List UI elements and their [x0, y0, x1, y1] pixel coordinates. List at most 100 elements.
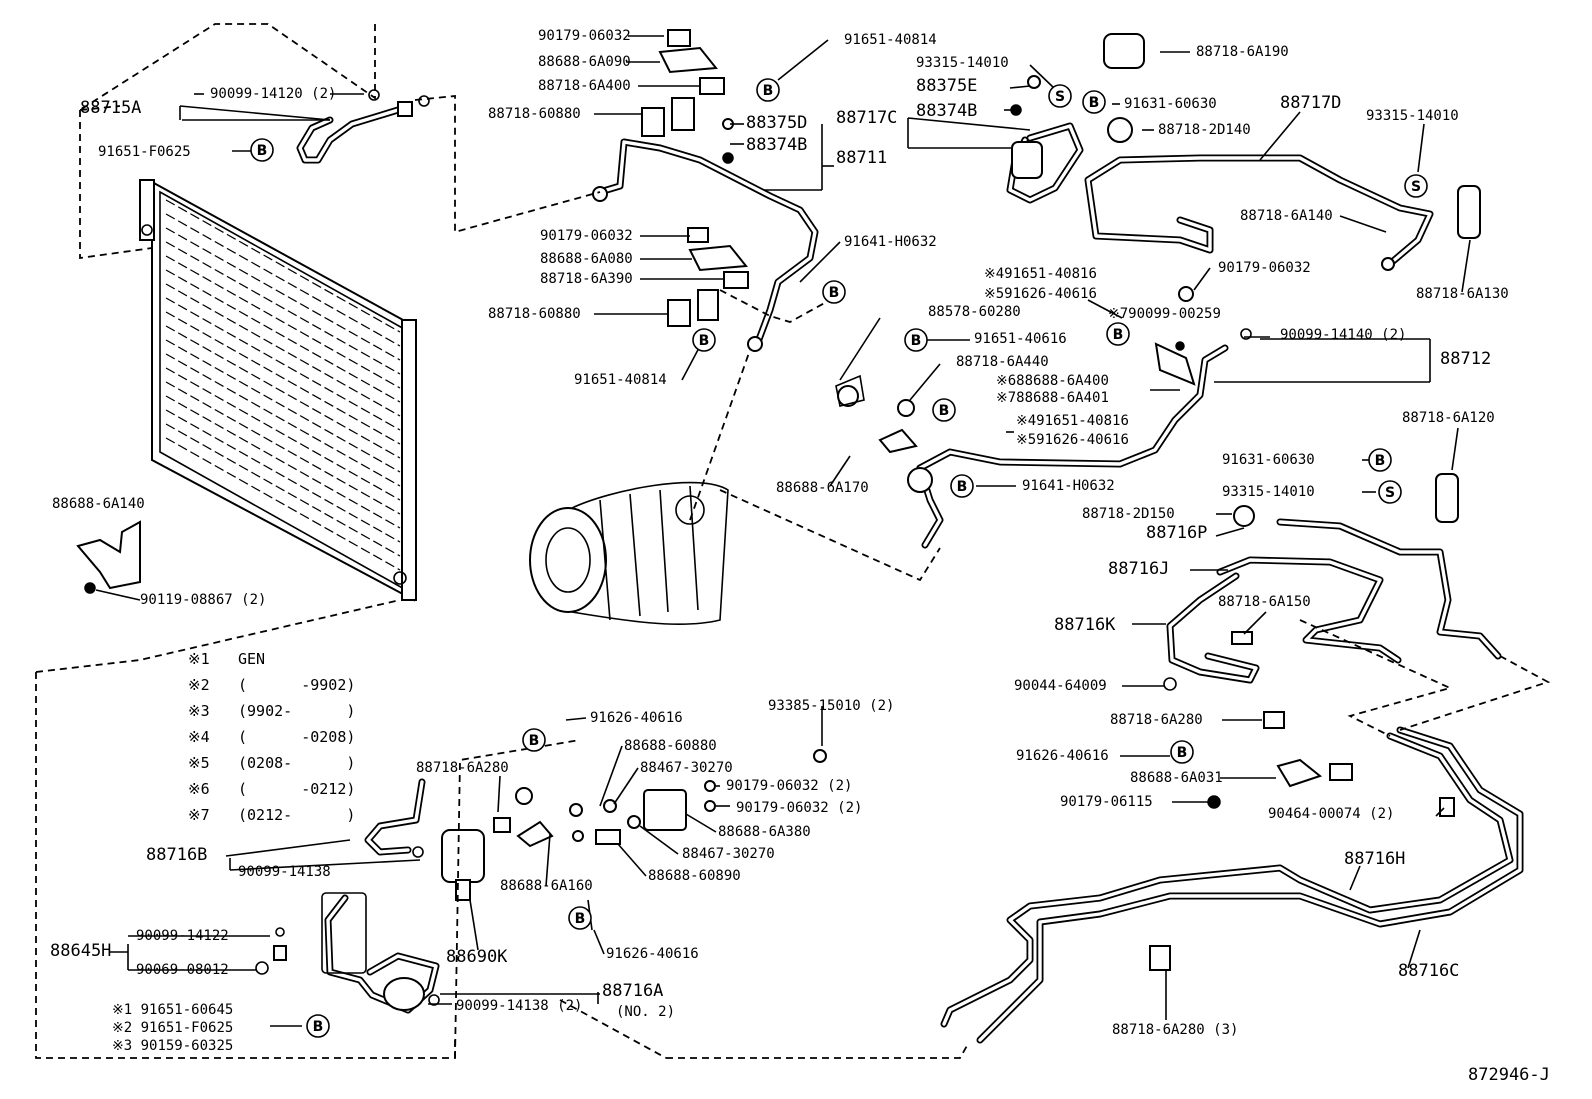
- part-number-label: 88690K: [446, 947, 508, 967]
- condenser-fin-line: [165, 311, 401, 445]
- bolt-marker-icon: B: [932, 398, 956, 422]
- note-text: (0208- ): [238, 754, 355, 772]
- leader-line: [685, 813, 717, 833]
- part-number-label: 90069-08012: [136, 962, 229, 978]
- part-number-label: 88688-6A031: [1130, 770, 1223, 786]
- leader-line: [681, 345, 701, 381]
- part-number-label: 91631-60630: [1124, 96, 1217, 112]
- part-number-label: 88717D: [1280, 93, 1341, 113]
- part-number-label: 90179-06032: [540, 228, 633, 244]
- marker-letter: B: [1113, 327, 1124, 343]
- marker-letter: B: [911, 333, 922, 349]
- part-number-label: 88688-6A090: [538, 54, 631, 70]
- leader-line: [1435, 807, 1445, 817]
- part-number-label: 88716P: [1146, 523, 1207, 543]
- bolt-marker-icon: B: [522, 728, 546, 752]
- part-number-label: 93315-14010: [1366, 108, 1459, 124]
- marker-letter: B: [957, 479, 968, 495]
- tubes-88716P-J-K: [1166, 505, 1502, 684]
- leader-line: [469, 899, 479, 951]
- part-number-label: 91631-60630: [1222, 452, 1315, 468]
- leader-line: [909, 363, 941, 401]
- hose-88717C: [1006, 122, 1084, 204]
- note-mark: ※3: [188, 702, 210, 720]
- condenser-fin-line: [165, 199, 401, 333]
- note-mark: ※4: [188, 728, 210, 746]
- part-number-label: 93385-15010 (2): [768, 698, 894, 714]
- marker-letter: S: [1411, 179, 1421, 195]
- screw-marker-icon: S: [1404, 174, 1428, 198]
- part-number-label: 88645H: [50, 941, 111, 961]
- leader-line: [1009, 85, 1031, 89]
- part-number-label: 91651-40814: [574, 372, 667, 388]
- leader-line: [799, 241, 841, 283]
- part-number-label: 88467-30270: [682, 846, 775, 862]
- leader-line: [777, 39, 829, 81]
- part-number-label: 90099-14122: [136, 928, 229, 944]
- part-number-label: 90179-06032: [538, 28, 631, 44]
- condenser-fin-line: [165, 381, 401, 515]
- part-number-label: 88374B: [916, 101, 977, 121]
- part-number-label: 93315-14010: [916, 55, 1009, 71]
- part-number-label: 88467-30270: [640, 760, 733, 776]
- part-number-label: 91651-F0625: [98, 144, 191, 160]
- note-text: GEN: [238, 650, 265, 668]
- leader-line: [1215, 527, 1245, 537]
- marker-letter: B: [257, 143, 268, 159]
- marker-letter: B: [1177, 745, 1188, 761]
- part-number-label: 88718-6A130: [1416, 286, 1509, 302]
- part-number-label: 88578-60280: [928, 304, 1021, 320]
- part-number-label: 90119-08867 (2): [140, 592, 266, 608]
- leader-line: [1259, 111, 1301, 161]
- note-mark: ※1: [188, 650, 210, 668]
- part-number-label: 93315-14010: [1222, 484, 1315, 500]
- marker-letter: B: [1375, 453, 1386, 469]
- condenser-fin-line: [165, 213, 401, 347]
- part-number-label: 90179-06115: [1060, 794, 1153, 810]
- part-number-label: 88688-6A170: [776, 480, 869, 496]
- leader-line: [639, 825, 679, 855]
- condenser-fin-line: [165, 353, 401, 487]
- note-mark: ※5: [188, 754, 210, 772]
- part-number-label: 88688-6A160: [500, 878, 593, 894]
- part-number-label: ※790099-00259: [1108, 306, 1221, 322]
- part-number-label: 90464-00074 (2): [1268, 806, 1394, 822]
- marker-letter: B: [829, 285, 840, 301]
- part-number-label: 90179-06032 (2): [726, 778, 852, 794]
- part-number-label: 88718-6A400: [538, 78, 631, 94]
- part-number-label: ※491651-40816: [1016, 413, 1129, 429]
- part-number-label: 88718-6A440: [956, 354, 1049, 370]
- leader-line: [839, 317, 881, 381]
- part-number-label: 88718-6A150: [1218, 594, 1311, 610]
- small-parts: [255, 29, 1481, 1006]
- part-number-label: 88716C: [1398, 961, 1459, 981]
- compressor: [529, 481, 729, 625]
- note-text: ( -9902): [238, 676, 355, 694]
- part-number-label: 90179-06032 (2): [736, 800, 862, 816]
- dashed-outlines: [35, 23, 1551, 1059]
- marker-letter: B: [1089, 95, 1100, 111]
- note-mark: ※2: [188, 676, 210, 694]
- part-number-label: ※788688-6A401: [996, 390, 1109, 406]
- part-number-label: 88715A: [80, 98, 141, 118]
- part-number-label: 88718-60880: [488, 306, 581, 322]
- part-number-label: 91641-H0632: [844, 234, 937, 250]
- screw-marker-icon: S: [1048, 84, 1072, 108]
- figure-id: 872946-J: [1468, 1065, 1550, 1085]
- leader-line: [229, 859, 421, 871]
- note-text: (0212- ): [238, 806, 355, 824]
- part-number-label: 91626-40616: [606, 946, 699, 962]
- leader-line: [593, 929, 605, 955]
- part-number-label: 88688-6A080: [540, 251, 633, 267]
- part-number-label: 88718-6A280: [416, 760, 509, 776]
- part-number-label: 88716J: [1108, 559, 1169, 579]
- screw-marker-icon: S: [1378, 480, 1402, 504]
- condenser-fin-line: [165, 241, 401, 375]
- leader-line: [829, 455, 851, 487]
- leader-line: [1087, 299, 1123, 319]
- part-number-label: (NO. 2): [616, 1004, 675, 1020]
- part-number-label: 91626-40616: [590, 710, 683, 726]
- part-number-label: 88718-6A390: [540, 271, 633, 287]
